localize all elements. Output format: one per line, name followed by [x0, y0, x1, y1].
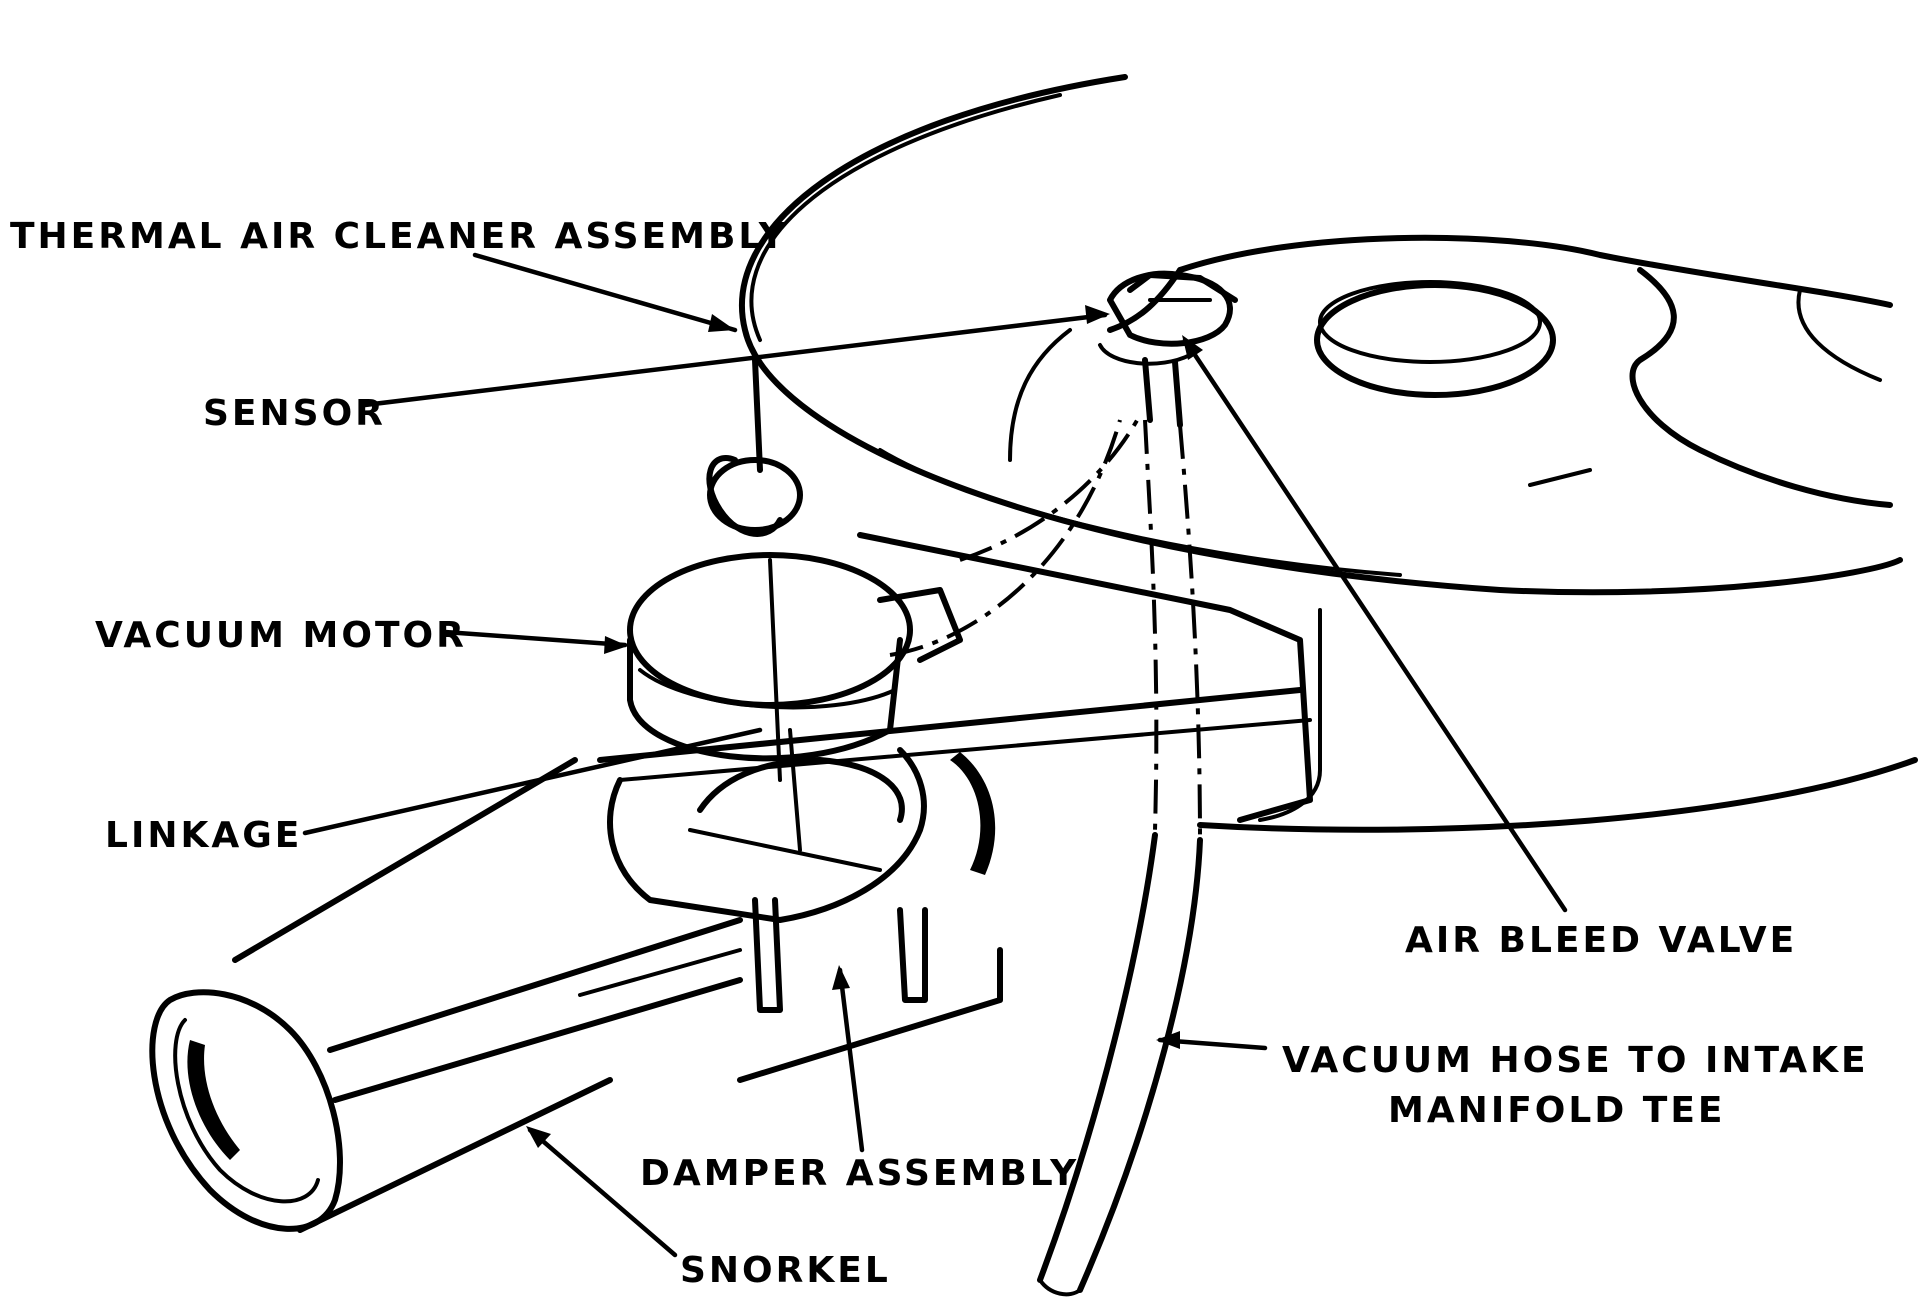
leader-lines	[302, 252, 1568, 1258]
leader-snorkel	[527, 1127, 678, 1258]
damper-assembly	[607, 728, 996, 1013]
leader-linkage	[302, 727, 763, 836]
vacuum-hose	[1037, 832, 1203, 1297]
label-vacuum-motor: VACUUM MOTOR	[95, 615, 467, 656]
snorkel-tube	[149, 532, 1313, 1233]
labels: THERMAL AIR CLEANER ASSEMBLY SENSOR VACU…	[10, 216, 1869, 1291]
label-damper-assembly: DAMPER ASSEMBLY	[640, 1153, 1079, 1194]
leader-air-bleed-valve	[1182, 337, 1568, 913]
snorkel-inlet	[149, 757, 613, 1233]
label-vacuum-hose-line1: VACUUM HOSE TO INTAKE	[1282, 1040, 1869, 1081]
leader-sensor	[362, 312, 1108, 408]
label-sensor: SENSOR	[203, 393, 386, 434]
label-linkage: LINKAGE	[105, 815, 302, 856]
leader-damper-assembly	[837, 967, 865, 1153]
air-cleaner-housing	[738, 74, 1918, 833]
sensor-assembly	[1098, 270, 1238, 428]
label-vacuum-hose-line2: MANIFOLD TEE	[1388, 1090, 1726, 1131]
label-snorkel: SNORKEL	[680, 1250, 891, 1291]
hidden-hose-path	[889, 414, 1202, 841]
leader-thermal-air-cleaner	[472, 252, 738, 333]
label-thermal-air-cleaner: THERMAL AIR CLEANER ASSEMBLY	[10, 216, 788, 257]
leader-vacuum-motor	[442, 629, 628, 648]
vacuum-motor	[627, 455, 963, 782]
label-air-bleed-valve: AIR BLEED VALVE	[1405, 920, 1797, 961]
cover-center-hole	[1314, 282, 1556, 398]
